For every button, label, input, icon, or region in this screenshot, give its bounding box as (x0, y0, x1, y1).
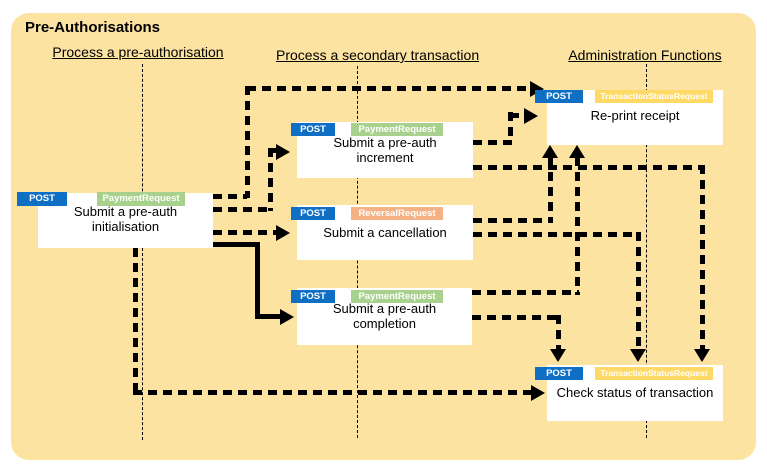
arrow-segment (472, 315, 562, 320)
diagram-title: Pre-Authorisations (25, 19, 161, 36)
arrowhead-right-icon (524, 108, 538, 124)
operation-title: Submit a pre-auth completion (332, 301, 437, 331)
operation-title: Re-print receipt (590, 108, 680, 123)
column-header-process-secondary-transaction[interactable]: Process a secondary transaction (276, 47, 480, 63)
arrow-segment (473, 232, 640, 237)
operation-box-pre-auth-completion[interactable]: POST PaymentRequest Submit a pre-auth co… (291, 288, 472, 345)
arrow-segment (510, 113, 526, 118)
arrowhead-down-icon (694, 349, 710, 362)
arrow-segment (508, 112, 513, 142)
operation-title: Check status of transaction (556, 385, 714, 400)
request-badge: PaymentRequest (351, 290, 443, 303)
arrow-segment (255, 242, 260, 318)
arrow-segment (556, 315, 561, 350)
method-badge: POST (291, 123, 335, 136)
arrow-segment (472, 290, 579, 295)
operation-box-reprint-receipt[interactable]: POST TransactionStatusRequest Re-print r… (535, 90, 723, 145)
arrow-segment (133, 248, 138, 394)
operation-title: Submit a pre-auth increment (333, 135, 437, 165)
operation-box-cancellation[interactable]: POST ReversalRequest Submit a cancellati… (291, 205, 473, 260)
arrow-segment (213, 194, 247, 199)
method-badge: POST (535, 90, 583, 103)
arrow-segment (473, 165, 704, 170)
request-badge: PaymentRequest (351, 123, 443, 136)
method-badge: POST (535, 367, 583, 380)
arrowhead-up-icon (569, 145, 585, 158)
arrowhead-up-icon (542, 145, 558, 158)
operation-box-pre-auth-initialisation[interactable]: POST PaymentRequest Submit a pre-auth in… (17, 192, 213, 248)
arrow-segment (575, 157, 580, 295)
arrowhead-right-icon (276, 144, 290, 160)
arrow-segment (268, 148, 273, 211)
arrowhead-right-icon (531, 385, 545, 401)
arrowhead-right-icon (280, 309, 294, 325)
arrow-segment (473, 218, 552, 223)
column-header-process-pre-authorisation[interactable]: Process a pre-authorisation (52, 44, 224, 60)
column-header-administration-functions[interactable]: Administration Functions (568, 47, 722, 63)
arrow-segment (548, 157, 553, 223)
arrowhead-down-icon (550, 349, 566, 362)
arrow-segment (473, 140, 512, 145)
lifeline-pre-authorisation (142, 64, 143, 440)
arrow-segment (213, 230, 276, 235)
method-badge: POST (291, 290, 335, 303)
operation-title: Submit a pre-auth initialisation (73, 204, 178, 234)
arrow-segment (245, 86, 250, 198)
arrowhead-right-icon (276, 225, 290, 241)
method-badge: POST (291, 207, 335, 220)
method-badge: POST (17, 192, 67, 206)
operation-title: Submit a cancellation (323, 225, 447, 240)
arrow-segment (213, 242, 259, 247)
lifeline-administration (646, 64, 647, 438)
operation-box-pre-auth-increment[interactable]: POST PaymentRequest Submit a pre-auth in… (291, 122, 473, 178)
arrowhead-down-icon (630, 349, 646, 362)
arrow-segment (700, 165, 705, 350)
operation-box-check-status[interactable]: POST TransactionStatusRequest Check stat… (535, 365, 723, 421)
arrow-segment (268, 148, 278, 153)
arrow-segment (636, 232, 641, 350)
request-badge: TransactionStatusRequest (595, 367, 713, 380)
arrow-segment (213, 207, 270, 212)
request-badge: TransactionStatusRequest (595, 90, 713, 103)
request-badge: ReversalRequest (351, 207, 443, 220)
arrow-segment (255, 314, 282, 319)
arrow-segment (133, 390, 532, 395)
arrow-segment (247, 86, 530, 91)
request-badge: PaymentRequest (97, 192, 185, 206)
